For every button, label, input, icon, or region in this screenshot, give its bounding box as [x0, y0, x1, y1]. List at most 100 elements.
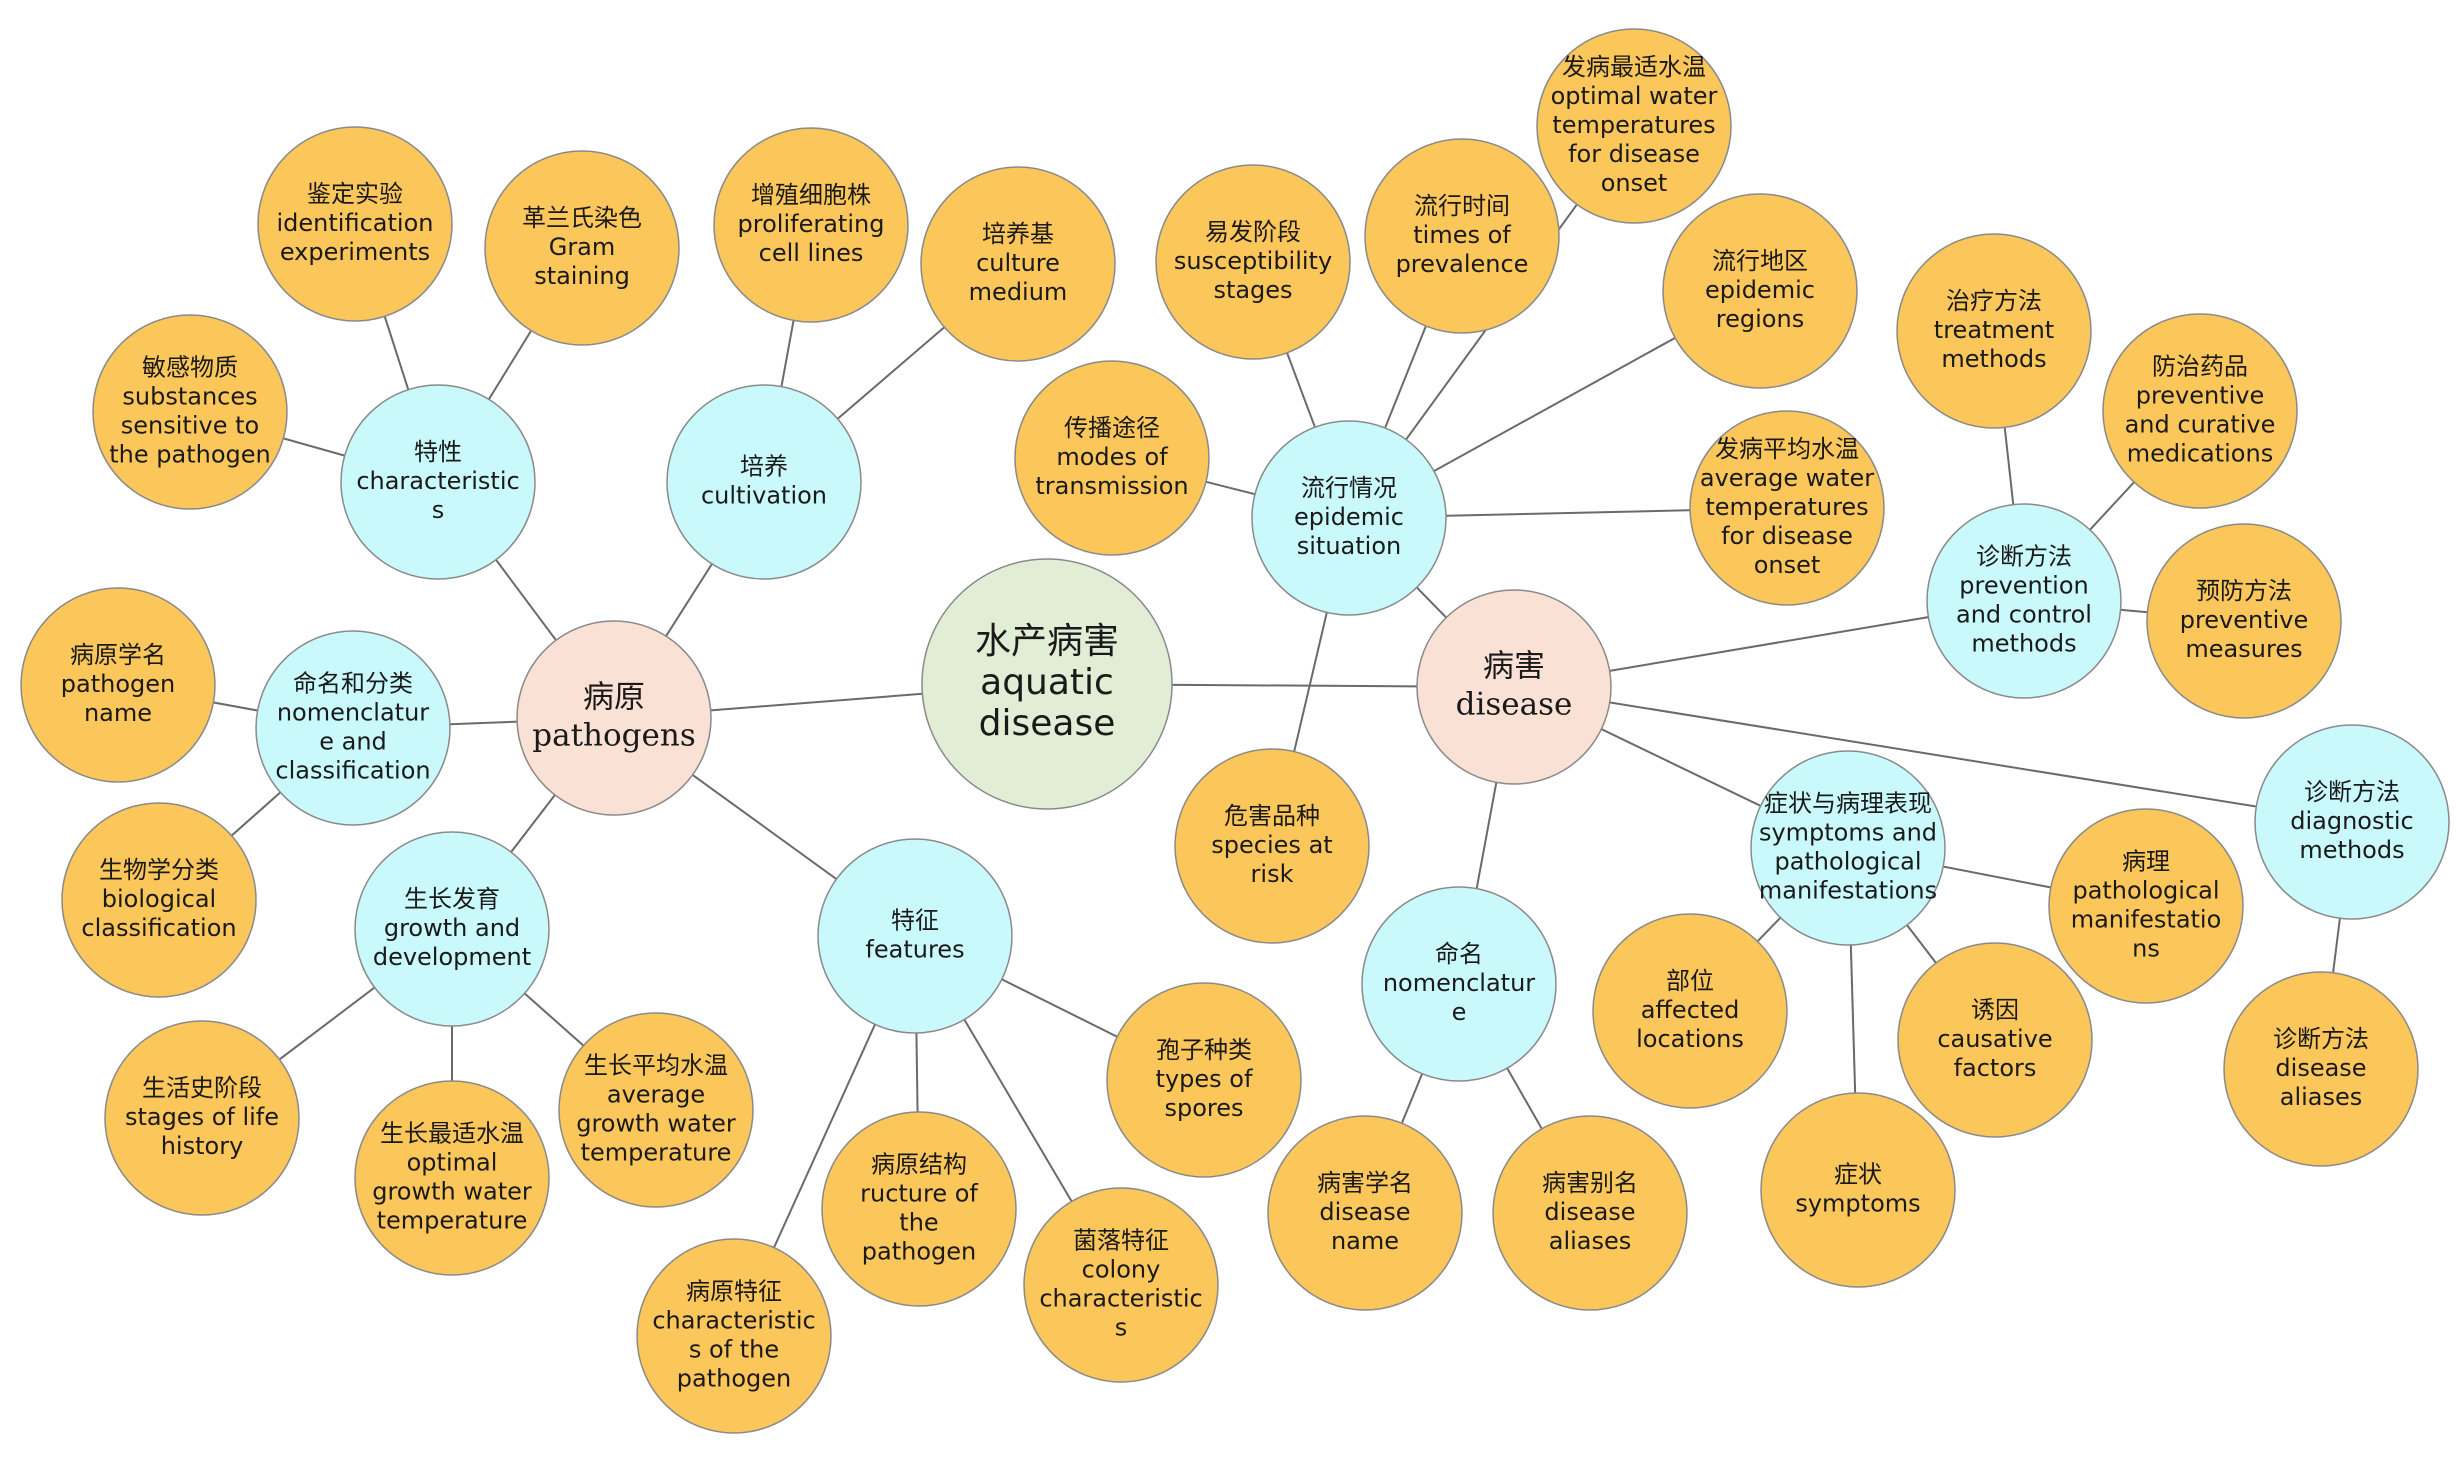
node-label-line: diagnostic	[2290, 807, 2414, 835]
node-label-line: transmission	[1035, 472, 1188, 500]
node-label-line: cell lines	[759, 239, 864, 267]
node-label-line: average water	[1700, 464, 1874, 492]
node-label-line: 传播途径	[1064, 414, 1160, 442]
node-label-line: 流行时间	[1414, 192, 1510, 220]
node-label-line: locations	[1636, 1025, 1744, 1053]
node-label-line: aliases	[1549, 1227, 1632, 1255]
node-circle-epidemic-situation	[1251, 420, 1447, 616]
node-label-line: biological	[102, 885, 216, 913]
node-circle-gram-staining	[484, 150, 680, 346]
node-circle-pathogen-characteristics	[636, 1238, 832, 1434]
node-label-line: characteristic	[652, 1307, 815, 1335]
node-label-line: pathogen	[677, 1365, 791, 1393]
node-label-line: temperature	[377, 1207, 528, 1235]
node-circle-life-history-stages	[104, 1020, 300, 1216]
node-circle-average-onset-temp	[1689, 410, 1885, 606]
node-label-line: epidemic	[1294, 503, 1404, 531]
node-label-line: 培养	[740, 453, 788, 481]
node-circle-features	[817, 838, 1013, 1034]
node-label-line: 发病平均水温	[1715, 435, 1859, 463]
node-label-line: 病害别名	[1542, 1169, 1638, 1197]
node-label-line: disease	[1544, 1198, 1635, 1226]
node-label-line: 易发阶段	[1205, 218, 1301, 246]
node-label-line: 生长平均水温	[584, 1052, 728, 1080]
node-circle-proliferating-cell-lines	[713, 127, 909, 323]
node-label-line: and control	[1956, 601, 2092, 629]
node-label-line: the	[899, 1209, 938, 1237]
node-label-line: 防治药品	[2152, 353, 2248, 381]
node-circle-symptoms-manifestations	[1750, 750, 1946, 946]
node-label-line: prevention	[1959, 572, 2089, 600]
node-label-line: preventive	[2180, 606, 2309, 634]
node-label-line: methods	[1941, 345, 2046, 373]
node-label-line: preventive	[2136, 382, 2265, 410]
node-label-line: for disease	[1568, 140, 1700, 168]
node-circle-biological-classification	[61, 802, 257, 998]
node-label-line: 诊断方法	[2273, 1025, 2369, 1053]
node-label-line: name	[84, 699, 152, 727]
node-label-line: pathogen	[862, 1238, 976, 1266]
node-label-line: 生物学分类	[99, 856, 219, 884]
node-label-line: 水产病害	[975, 621, 1119, 662]
node-label-line: susceptibility	[1174, 247, 1332, 275]
node-label-line: spores	[1164, 1094, 1243, 1122]
node-label-line: 诱因	[1971, 996, 2019, 1024]
node-label-line: aliases	[2280, 1083, 2363, 1111]
node-label-line: stages of life	[125, 1103, 279, 1131]
node-label-line: 流行地区	[1712, 247, 1808, 275]
node-label-line: and curative	[2125, 411, 2276, 439]
node-label-line: measures	[2185, 635, 2302, 663]
node-circle-medications	[2102, 313, 2298, 509]
node-label-line: treatment	[1934, 316, 2054, 344]
node-label-line: pathological	[1774, 848, 1921, 876]
node-label-line: 生活史阶段	[142, 1074, 262, 1102]
node-label-line: 治疗方法	[1946, 287, 2042, 315]
node-label-line: 病理	[2122, 848, 2170, 876]
node-label-line: ructure of	[860, 1180, 978, 1208]
node-label-line: e	[1452, 998, 1467, 1026]
node-label-line: features	[865, 936, 964, 964]
node-label-line: risk	[1251, 860, 1294, 888]
node-label-line: temperature	[581, 1139, 732, 1167]
node-label-line: 病原	[583, 680, 645, 716]
node-label-line: history	[161, 1132, 244, 1160]
node-label-line: 命名和分类	[293, 670, 413, 698]
node-circle-affected-locations	[1592, 913, 1788, 1109]
node-label-line: onset	[1601, 169, 1668, 197]
node-label-line: 流行情况	[1301, 474, 1397, 502]
node-circle-colony-characteristics	[1023, 1187, 1219, 1383]
node-circle-nomenclature-classification	[255, 630, 451, 826]
node-label-line: 生长发育	[404, 885, 500, 913]
node-label-line: 孢子种类	[1156, 1036, 1252, 1064]
node-label-line: staining	[534, 262, 630, 290]
edge-disease-to-diagnostic-methods	[1513, 686, 2353, 823]
nodes-layer: 水产病害aquaticdisease病原pathogens病害disease特性…	[20, 28, 2450, 1434]
node-label-line: growth water	[576, 1110, 736, 1138]
node-circle-cultivation	[666, 384, 862, 580]
node-circle-characteristics	[340, 384, 536, 580]
node-label-line: 诊断方法	[1976, 543, 2072, 571]
node-circle-pathogens	[516, 620, 712, 816]
node-label-line: s	[432, 496, 445, 524]
node-circle-disease-aliases-diag	[2223, 971, 2419, 1167]
node-label-line: for disease	[1721, 522, 1853, 550]
node-label-line: methods	[1971, 630, 2076, 658]
node-label-line: affected	[1641, 996, 1740, 1024]
node-circle-culture-medium	[920, 166, 1116, 362]
